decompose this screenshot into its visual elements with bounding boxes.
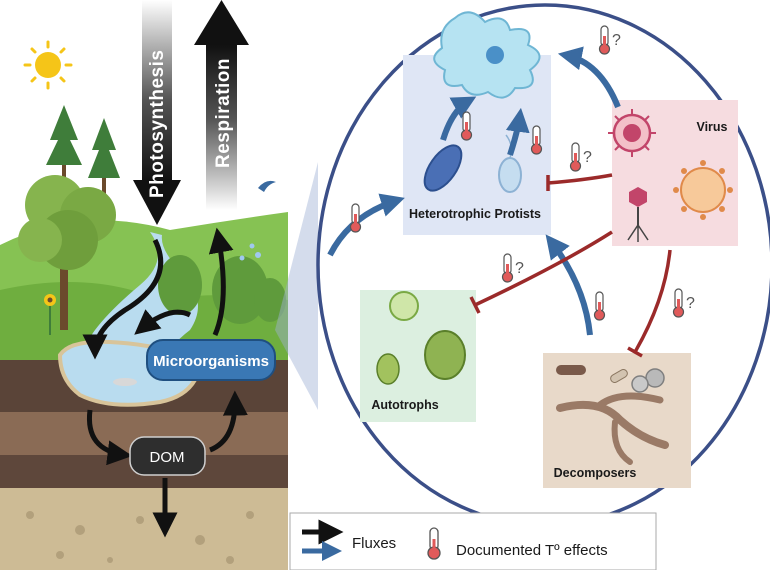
legend-box <box>289 512 657 570</box>
respiration-label: Respiration <box>213 58 234 168</box>
microorganisms-node <box>146 339 276 381</box>
algae-icon <box>376 291 466 385</box>
amoeba-icon <box>433 11 541 99</box>
fish-icon <box>113 378 137 386</box>
tree-icon <box>18 175 116 330</box>
soil-layer-sand <box>0 488 288 570</box>
dom-node <box>129 436 206 476</box>
thermometer-icon <box>530 125 543 155</box>
legend-temperature-label: Documented Tº effects <box>456 542 608 559</box>
thermometer-icon <box>593 291 606 321</box>
virus-label: Virus <box>696 120 727 134</box>
thermometer-icon <box>569 142 582 172</box>
bird-icon <box>258 180 276 192</box>
flux-legend-arrows-icon <box>302 519 344 561</box>
microorganisms-label: Microorganisms <box>153 353 269 370</box>
respiration-arrow <box>194 0 249 210</box>
question-mark: ? <box>515 260 524 277</box>
autotrophs-label: Autotrophs <box>371 398 438 412</box>
question-mark: ? <box>583 149 592 166</box>
thermometer-icon <box>672 288 685 318</box>
decomposers-label: Decomposers <box>554 466 637 480</box>
photosynthesis-label: Photosynthesis <box>147 50 168 198</box>
flowers <box>239 243 261 261</box>
question-mark: ? <box>612 32 621 49</box>
zoom-cone <box>275 162 318 410</box>
heterotrophic-protists-label: Heterotrophic Protists <box>409 207 541 221</box>
virus-icon <box>608 109 656 157</box>
photosynthesis-arrow <box>133 0 181 225</box>
fungi-icon <box>556 365 669 465</box>
thermometer-icon <box>598 25 611 55</box>
thermometer-icon <box>460 111 473 141</box>
flux-arrows <box>82 227 248 538</box>
sunflower-icon <box>44 294 56 335</box>
pine-tree-icon <box>88 118 120 210</box>
paramecium-icon <box>423 144 463 192</box>
shrubs <box>158 255 286 324</box>
sand-pebbles <box>26 511 254 564</box>
sun-icon <box>23 40 73 90</box>
thermometer-icon <box>427 527 441 560</box>
coronavirus-icon <box>673 160 733 220</box>
question-mark: ? <box>686 295 695 312</box>
thermometer-icon <box>349 203 362 233</box>
dom-label: DOM <box>150 449 185 466</box>
thermometer-icons <box>349 25 685 321</box>
bacteriophage-icon <box>627 187 649 242</box>
thermometer-icon <box>501 253 514 283</box>
legend-fluxes-label: Fluxes <box>352 535 396 552</box>
inhibition-lines <box>469 173 672 358</box>
